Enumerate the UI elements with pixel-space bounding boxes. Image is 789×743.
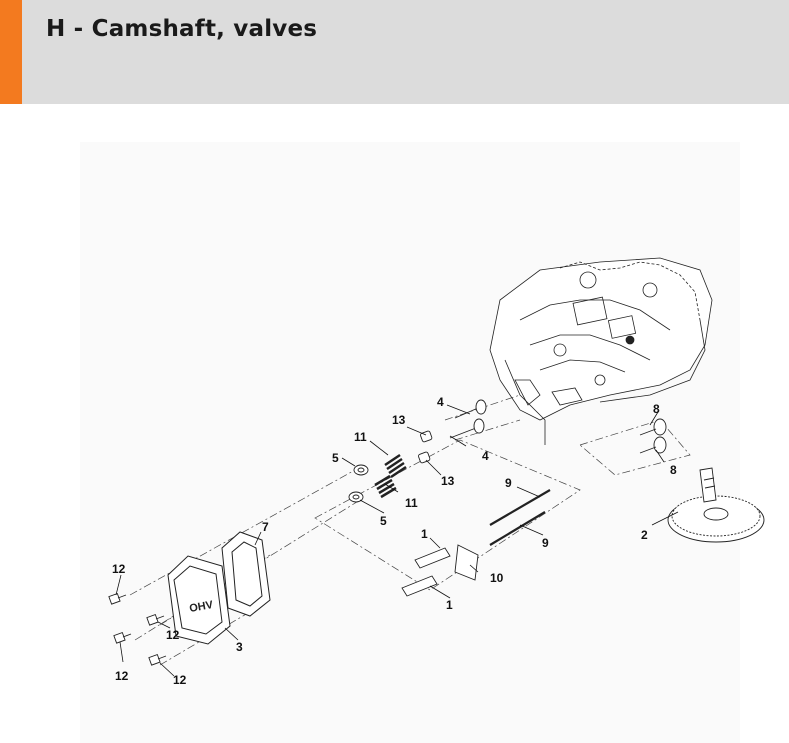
callout-4-bottom: 4	[482, 449, 489, 463]
valve-spring-lower	[374, 474, 397, 499]
page-title: H - Camshaft, valves	[46, 16, 318, 42]
pushrods	[489, 489, 551, 546]
screws	[108, 592, 167, 666]
diagram-panel	[80, 142, 740, 743]
valve-cover: OHV	[167, 555, 231, 645]
callout-labels: 4 4 13 13 11 11 5 5 7 8 8 9 9 1 1 10 2 3…	[112, 395, 677, 687]
callout-leaders	[115, 404, 679, 677]
rocker-arms	[401, 544, 479, 597]
callout-11-bottom: 11	[405, 496, 418, 510]
callout-7: 7	[262, 520, 269, 534]
callout-8-bottom: 8	[670, 463, 677, 477]
header-accent-bar	[0, 0, 22, 104]
gasket	[221, 531, 271, 617]
callout-5-bottom: 5	[380, 514, 387, 528]
valve-spring-upper	[384, 453, 407, 479]
callout-2: 2	[641, 528, 648, 542]
callout-8-top: 8	[653, 402, 660, 416]
callout-3: 3	[236, 640, 243, 654]
callout-4-top: 4	[437, 395, 444, 409]
callout-10: 10	[490, 571, 504, 585]
callout-5-top: 5	[332, 451, 339, 465]
callout-9-bottom: 9	[542, 536, 549, 550]
tappets	[639, 418, 667, 454]
callout-11-top: 11	[354, 430, 367, 444]
callout-12-top-left: 12	[112, 562, 126, 576]
callout-9-top: 9	[505, 476, 512, 490]
callout-1-top: 1	[421, 527, 428, 541]
callout-12-bottom-left: 12	[115, 669, 129, 683]
callout-12-bottom-right: 12	[173, 673, 187, 687]
valve-parts	[348, 399, 487, 503]
callout-12-middle: 12	[166, 628, 180, 642]
page-header	[0, 0, 789, 104]
callout-13-bottom: 13	[441, 474, 455, 488]
camshaft-gear	[667, 467, 765, 543]
callout-1-bottom: 1	[446, 598, 453, 612]
svg-text:OHV: OHV	[188, 599, 214, 615]
callout-13-top: 13	[392, 413, 406, 427]
engine-block-drawing	[489, 257, 713, 445]
